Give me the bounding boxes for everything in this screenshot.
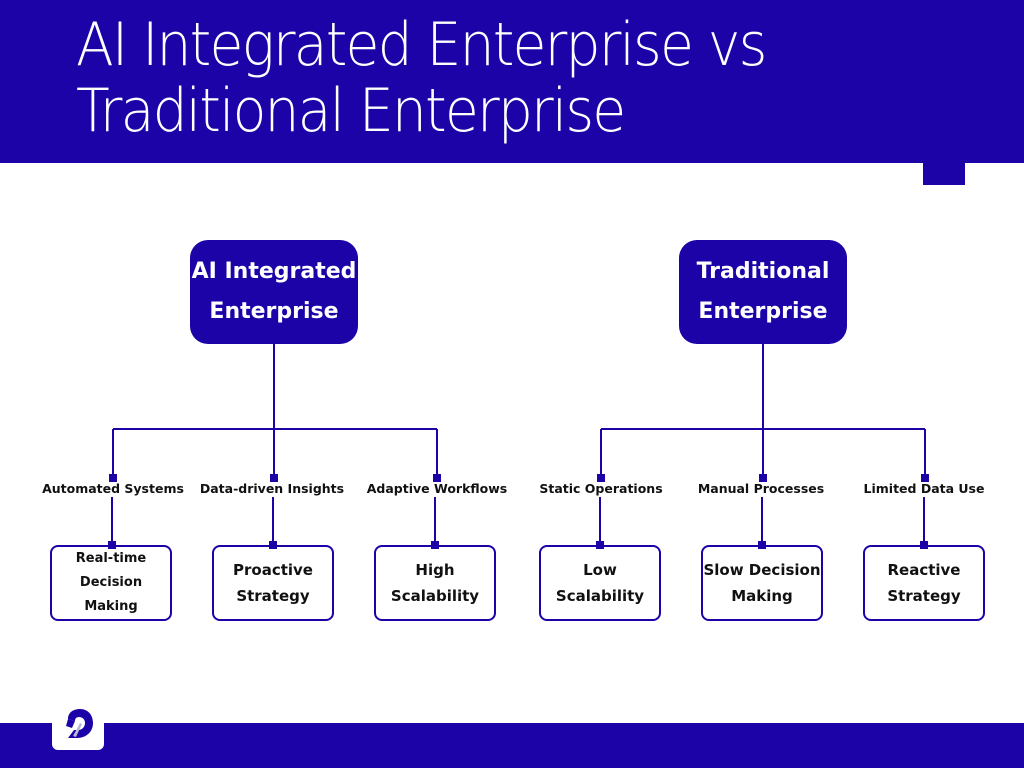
- connector-node: [431, 541, 439, 549]
- leaf-line-2: Strategy: [236, 587, 310, 605]
- branch-label: Manual Processes: [676, 481, 846, 496]
- leaf-line-1: Reactive: [887, 561, 961, 579]
- leaf-line-1: Real-time: [75, 551, 147, 566]
- connector-node: [597, 474, 605, 482]
- leaf-line-2: Strategy: [887, 587, 961, 605]
- branch-label: Limited Data Use: [839, 481, 1009, 496]
- title-line-1: AI Integrated Enterprise vs: [76, 10, 767, 80]
- header-banner: [0, 0, 1024, 163]
- branch-label: Data-driven Insights: [187, 481, 357, 496]
- root-line-2: Enterprise: [698, 299, 828, 324]
- title-line-2: Traditional Enterprise: [76, 76, 626, 146]
- connector-node: [759, 474, 767, 482]
- leaf-line-2: Making: [731, 587, 793, 605]
- brand-logo-icon: [66, 709, 93, 738]
- connector-node: [921, 474, 929, 482]
- brand-logo: [52, 698, 104, 750]
- footer-banner: [0, 723, 1024, 768]
- page-title: AI Integrated Enterprise vs Traditional …: [76, 10, 767, 146]
- connector-node: [269, 541, 277, 549]
- branch-label: Adaptive Workflows: [352, 481, 522, 496]
- connector-node: [109, 474, 117, 482]
- leaf-line-1: Low: [583, 561, 617, 579]
- leaf-line-2: Scalability: [390, 587, 480, 605]
- leaf-line-2: Scalability: [555, 587, 645, 605]
- connector-node: [758, 541, 766, 549]
- leaf-line-1: Slow Decision: [703, 561, 821, 579]
- root-node-ai-integrated: AI Integrated Enterprise: [190, 240, 358, 344]
- root-line-1: AI Integrated: [191, 259, 357, 284]
- connector-node: [596, 541, 604, 549]
- branch-label: Automated Systems: [28, 481, 198, 496]
- connector-node: [270, 474, 278, 482]
- connector-node: [433, 474, 441, 482]
- root-line-1: Traditional: [696, 259, 830, 284]
- root-line-2: Enterprise: [209, 299, 339, 324]
- leaf-line-1: Proactive: [233, 561, 313, 579]
- connector-node: [108, 541, 116, 549]
- header-accent-block: [923, 163, 965, 185]
- root-node-traditional: Traditional Enterprise: [679, 240, 847, 344]
- leaf-line-1: High: [415, 561, 455, 579]
- branch-label: Static Operations: [516, 481, 686, 496]
- leaf-line-2: Decision Making: [79, 575, 143, 614]
- connector-node: [920, 541, 928, 549]
